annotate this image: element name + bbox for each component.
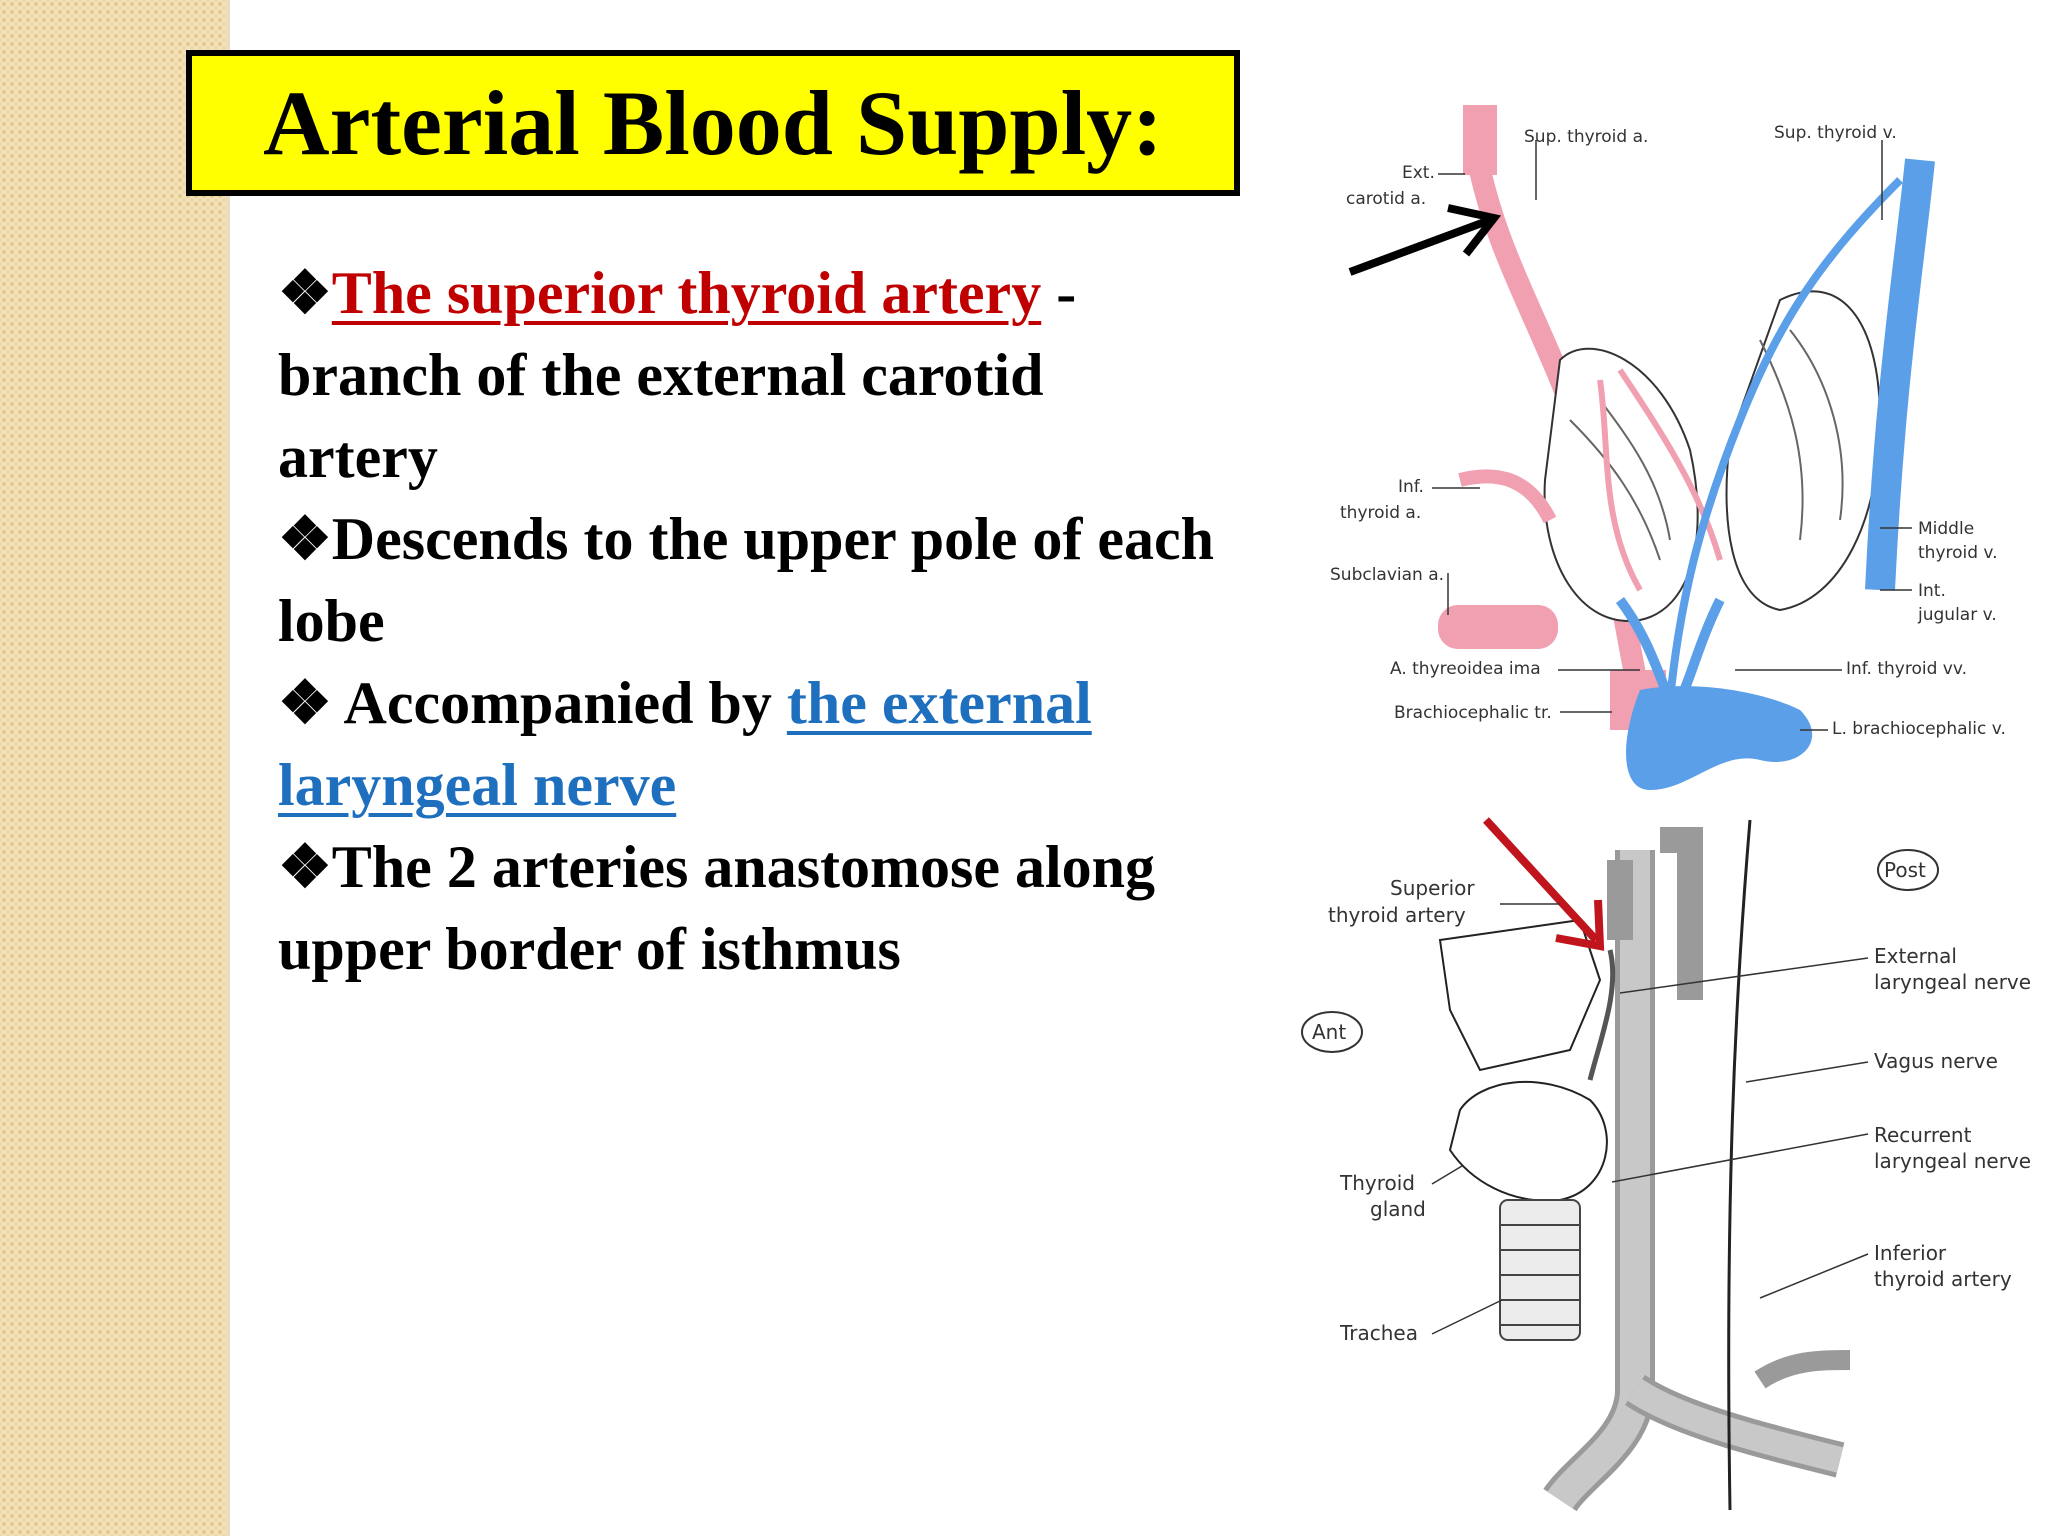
label-inferior-thyroid-artery: thyroid artery [1874, 1267, 2012, 1291]
left-thyroid-lobe [1543, 347, 1699, 622]
label-thyroid: Thyroid [1339, 1171, 1415, 1195]
inferior-thyroid-veins [1615, 597, 1725, 703]
bullet-item: ❖The 2 arteries anastomose along upper b… [278, 826, 1218, 990]
label-middle: Middle [1918, 519, 1974, 539]
label-external-laryngeal-nerve: laryngeal nerve [1874, 970, 2031, 994]
black-arrow-icon [1348, 204, 1502, 276]
label-inf-thyroid-a: thyroid a. [1340, 503, 1421, 523]
bullet-text: The 2 arteries anastomose along upper bo… [278, 834, 1156, 982]
external-carotid-vessel [1463, 105, 1497, 175]
label-sup-thyroid-v: Sup. thyroid v. [1774, 123, 1897, 143]
thyroid-gland [1448, 1080, 1608, 1202]
label-middle-thyroid-v: thyroid v. [1918, 543, 1998, 563]
bullet-text: Descends to the upper pole of each lobe [278, 506, 1214, 654]
superior-thyroid-artery-small [1587, 949, 1616, 1081]
brachiocephalic-trunk-vessel [1610, 670, 1666, 730]
label-gland: gland [1370, 1197, 1426, 1221]
superior-thyroid-artery-vessel [1469, 167, 1651, 703]
label-ant: Ant [1312, 1020, 1346, 1044]
label-vagus-nerve: Vagus nerve [1874, 1049, 1998, 1073]
label-inf-thyroid-vv: Inf. thyroid vv. [1846, 659, 1967, 679]
title-box: Arterial Blood Supply: [186, 50, 1240, 196]
bullet-glyph-icon: ❖ [278, 670, 332, 736]
superior-thyroid-artery-highlight: The superior thyroid artery [331, 260, 1042, 326]
bullet-item: ❖Descends to the upper pole of each lobe [278, 498, 1218, 662]
red-arrow-icon [1483, 817, 1605, 951]
top-leader-lines [1432, 140, 1912, 731]
post-marker [1877, 849, 1939, 891]
lobe-texture [1569, 329, 1844, 561]
vagus-nerve [1727, 819, 1752, 1511]
subclavian-vessel [1625, 1374, 1845, 1478]
label-external: External [1874, 944, 1957, 968]
inferior-thyroid-artery-vessel [1458, 469, 1557, 524]
label-a-thyreoidea-ima: A. thyreoidea ima [1390, 659, 1541, 679]
subclavian-artery-vessel [1438, 605, 1558, 649]
bullet-text: Accompanied by [331, 670, 787, 736]
left-brachiocephalic-vein [1626, 686, 1813, 790]
common-carotid-vessel [1543, 850, 1655, 1512]
label-thyroid-artery: thyroid artery [1328, 903, 1466, 927]
thyroid-cartilage [1438, 918, 1602, 1072]
internal-jugular-vein [1865, 158, 1935, 591]
bullet-glyph-icon: ❖ [278, 834, 332, 900]
bottom-laryngeal-nerve-diagram: Post Ant Superior thyroid artery Externa… [1301, 817, 2031, 1512]
side-strip-edge [226, 0, 230, 1536]
external-laryngeal-nerve-link[interactable]: the external laryngeal nerve [278, 670, 1092, 818]
bullet-text: - branch of the external carotid artery [278, 260, 1077, 490]
label-recurrent: Recurrent [1874, 1123, 1972, 1147]
label-recurrent-laryngeal-nerve: laryngeal nerve [1874, 1149, 2031, 1173]
label-l-brachiocephalic-v: L. brachiocephalic v. [1832, 719, 2006, 739]
label-subclavian: Subclavian a. [1330, 565, 1444, 585]
label-trachea: Trachea [1339, 1321, 1418, 1345]
ant-marker [1301, 1011, 1363, 1053]
label-sup-thyroid-a: Sup. thyroid a. [1524, 127, 1648, 147]
label-int: Int. [1918, 581, 1946, 601]
label-inferior: Inferior [1874, 1241, 1947, 1265]
bullet-glyph-icon: ❖ [278, 506, 332, 572]
label-inf: Inf. [1398, 477, 1424, 497]
label-post: Post [1884, 858, 1926, 882]
label-superior: Superior [1390, 876, 1475, 900]
bullet-item: ❖The superior thyroid artery - branch of… [278, 252, 1218, 498]
bullet-glyph-icon: ❖ [278, 260, 332, 326]
decorative-side-strip [0, 0, 228, 1536]
bottom-leader-lines [1431, 903, 1869, 1335]
artery-branches [1597, 368, 1723, 592]
bullet-item: ❖ Accompanied by the external laryngeal … [278, 662, 1218, 826]
right-thyroid-lobe [1725, 290, 1882, 612]
slide-title: Arterial Blood Supply: [263, 72, 1163, 174]
superior-thyroid-vein [1666, 177, 1903, 701]
top-thyroid-vessels-diagram: Ext. carotid a. Sup. thyroid a. Sup. thy… [1330, 105, 2006, 790]
bullet-list: ❖The superior thyroid artery - branch of… [278, 252, 1218, 990]
trachea [1499, 1199, 1581, 1341]
label-carotid-a: carotid a. [1346, 189, 1426, 209]
label-ext: Ext. [1402, 163, 1435, 183]
label-brachiocephalic-tr: Brachiocephalic tr. [1394, 703, 1552, 723]
label-jugular-v: jugular v. [1917, 605, 1997, 625]
